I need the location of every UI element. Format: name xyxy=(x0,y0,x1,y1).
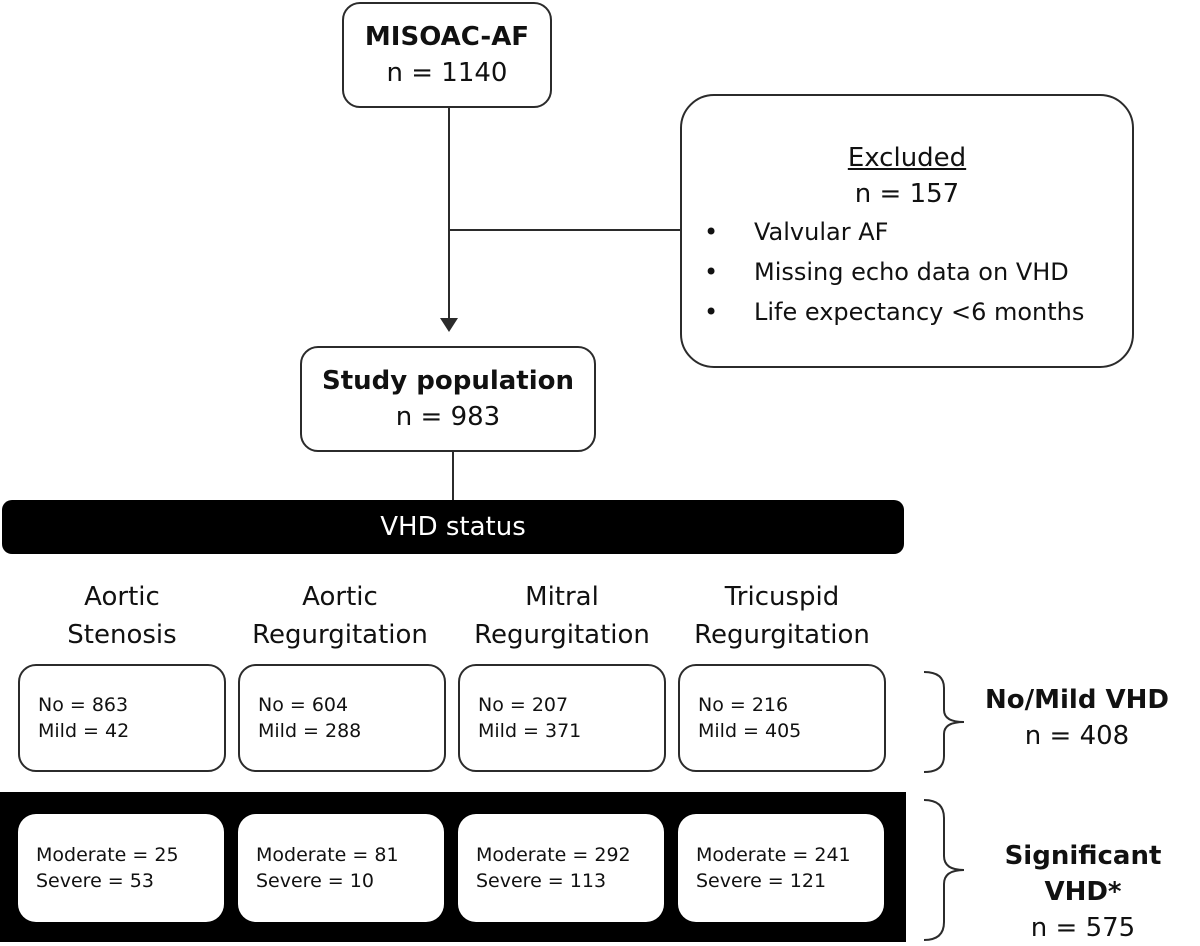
vhd-status-label: VHD status xyxy=(380,512,526,542)
study-population-title: Study population xyxy=(321,366,575,396)
misoac-af-box: MISOAC-AF n = 1140 xyxy=(342,2,552,108)
excluded-reason-item: •Missing echo data on VHD xyxy=(704,258,1069,286)
excluded-title: Excluded xyxy=(847,143,967,173)
significant-box-aortic-stenosis: Moderate = 25 Severe = 53 xyxy=(18,814,224,922)
misoac-af-title: MISOAC-AF xyxy=(364,22,530,52)
significant-box-aortic-regurgitation: Moderate = 81 Severe = 10 xyxy=(238,814,444,922)
mild-box-aortic-stenosis: No = 863 Mild = 42 xyxy=(18,664,226,772)
brace-mild-icon xyxy=(923,671,965,773)
vhd-status-bar: VHD status xyxy=(2,500,904,554)
mild-box-tricuspid-regurgitation: No = 216 Mild = 405 xyxy=(678,664,886,772)
mild-box-mitral-regurgitation: No = 207 Mild = 371 xyxy=(458,664,666,772)
excluded-reason-item: •Valvular AF xyxy=(704,218,889,246)
arrow-head-icon xyxy=(440,318,458,332)
connector-excluded-horizontal xyxy=(448,229,682,231)
study-population-count: n = 983 xyxy=(395,402,501,432)
significant-box-mitral-regurgitation: Moderate = 292 Severe = 113 xyxy=(458,814,664,922)
significant-vhd-count: n = 575 xyxy=(1030,913,1136,943)
connector-study-vertical xyxy=(452,452,454,502)
excluded-reason-item: •Life expectancy <6 months xyxy=(704,298,1085,326)
excluded-box: Excluded n = 157 •Valvular AF •Missing e… xyxy=(680,94,1134,368)
excluded-reasons-list: •Valvular AF •Missing echo data on VHD •… xyxy=(704,212,1084,332)
no-mild-vhd-title: No/Mild VHD xyxy=(985,685,1169,715)
no-mild-vhd-label: No/Mild VHD n = 408 xyxy=(968,682,1186,754)
mild-box-aortic-regurgitation: No = 604 Mild = 288 xyxy=(238,664,446,772)
no-mild-vhd-count: n = 408 xyxy=(1024,721,1130,751)
connector-top-vertical xyxy=(448,106,450,320)
misoac-af-count: n = 1140 xyxy=(386,58,508,88)
significant-vhd-label: Significant VHD* n = 575 xyxy=(968,838,1198,946)
significant-box-tricuspid-regurgitation: Moderate = 241 Severe = 121 xyxy=(678,814,884,922)
significant-vhd-title: Significant VHD* xyxy=(1004,841,1162,907)
study-population-box: Study population n = 983 xyxy=(300,346,596,452)
brace-significant-icon xyxy=(923,799,965,941)
excluded-count: n = 157 xyxy=(854,179,960,209)
